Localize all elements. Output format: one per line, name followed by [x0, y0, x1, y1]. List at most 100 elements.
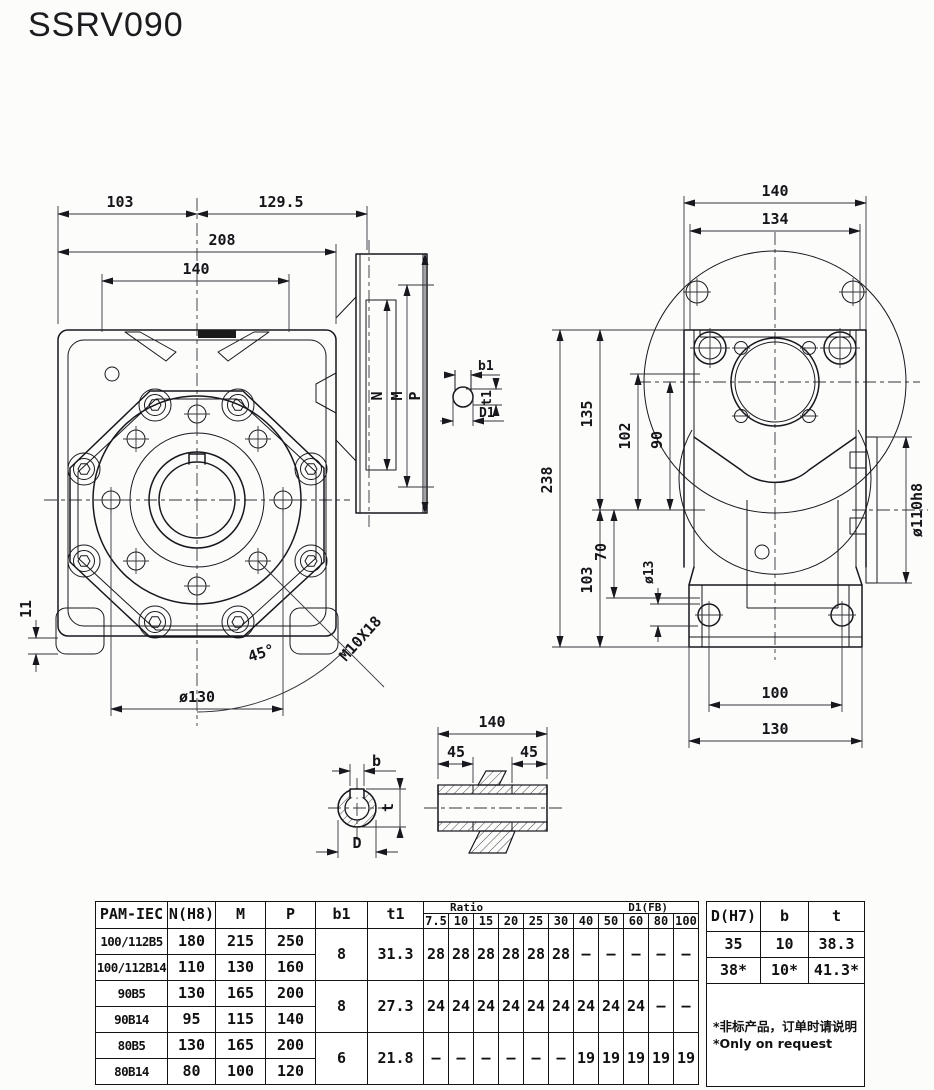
ratio-cell: —: [598, 928, 624, 981]
dim-d-label: D: [352, 834, 361, 852]
ratio-cell: 19: [648, 1032, 674, 1085]
b-cell: 10*: [760, 957, 809, 984]
dim-140-shaft-label: 140: [478, 713, 505, 731]
ratio-col: 100: [673, 913, 699, 929]
ratio-cell: —: [648, 928, 674, 981]
dim-dia110h8-label: ø110h8: [908, 483, 926, 537]
ratio-cell: —: [548, 1032, 574, 1085]
pam-cell: 100/112B5: [95, 928, 168, 955]
ratio-cell: 19: [598, 1032, 624, 1085]
dimension-table: PAM-IEC N(H8) M P b1 t1 Ratio D1(FB) 7.5…: [95, 901, 699, 1085]
p-cell: 200: [265, 980, 316, 1007]
d-cell: 35: [706, 931, 761, 958]
n-cell: 130: [167, 1032, 216, 1059]
n-cell: 110: [167, 954, 216, 981]
ratio-cell: 19: [573, 1032, 599, 1085]
flange-holes: [683, 278, 867, 368]
socket-screws: [67, 388, 328, 639]
note-cn: *非标产品，订单时请说明: [713, 1018, 858, 1034]
ratio-cell: —: [673, 980, 699, 1033]
d-cell: 38*: [706, 957, 761, 984]
vent-hole: [104, 366, 120, 382]
pam-cell: 90B5: [95, 980, 168, 1007]
dim-n-label: N: [368, 391, 386, 400]
ratio-cell: 24: [598, 980, 624, 1033]
keyway: [188, 453, 206, 465]
dim-100-label: 100: [761, 684, 788, 702]
dim-m-label: M: [388, 391, 406, 400]
bolt-circle-holes: [98, 401, 296, 599]
dim-b-label: b: [372, 752, 381, 770]
col-header-t1: t1: [367, 901, 424, 929]
m-cell: 115: [215, 1006, 266, 1033]
oil-plug-slot: [198, 330, 236, 338]
dim-130-label: 130: [761, 720, 788, 738]
ratio-col: 80: [648, 913, 674, 929]
ratio-cell: —: [648, 980, 674, 1033]
ratio-cell: 28: [423, 928, 449, 981]
table-row: 100/112B14 110 130 160: [95, 954, 699, 981]
d1fb-label: D1(FB): [628, 901, 668, 914]
dim-b1-label: b1: [478, 359, 494, 374]
ratio-cell: 28: [448, 928, 474, 981]
b1-cell: 8: [315, 928, 368, 981]
m-cell: 130: [215, 954, 266, 981]
mounting-foot: [688, 584, 863, 648]
m-cell: 100: [215, 1058, 266, 1085]
ratio-cell: 24: [423, 980, 449, 1033]
ratio-cell: 19: [623, 1032, 649, 1085]
ratio-col: 10: [448, 913, 474, 929]
ratio-header: Ratio D1(FB): [423, 901, 699, 914]
dim-208-label: 208: [208, 231, 235, 249]
table-row: *非标产品，订单时请说明 *Only on request: [706, 983, 865, 1087]
col-header-t: t: [808, 901, 865, 932]
ratio-cell: 28: [473, 928, 499, 981]
dim-11-label: 11: [17, 600, 35, 618]
table-row: 80B14 80 100 120: [95, 1058, 699, 1085]
pam-cell: 90B14: [95, 1006, 168, 1033]
ratio-cell: —: [473, 1032, 499, 1085]
dim-103-side-label: 103: [578, 566, 596, 593]
tap-holes: [732, 341, 818, 423]
col-header-b1: b1: [315, 901, 368, 929]
dim-45deg-label: 45°: [246, 640, 277, 665]
ratio-label: Ratio: [450, 901, 484, 914]
col-header-m: M: [215, 901, 266, 929]
output-shaft-table: D(H7) b t 35 10 38.3 38* 10* 41.3* *非标产品…: [706, 901, 865, 1087]
m-cell: 215: [215, 928, 266, 955]
dim-d1-label: D1: [479, 406, 495, 421]
table-row: 80B5 130 165 200 6 21.8 — — — — — — 19 1…: [95, 1032, 699, 1085]
ratio-col: 30: [548, 913, 574, 929]
note-cell: *非标产品，订单时请说明 *Only on request: [706, 983, 865, 1087]
m-cell: 165: [215, 1032, 266, 1059]
ratio-col: 25: [523, 913, 549, 929]
ratio-cell: 24: [473, 980, 499, 1033]
m-cell: 165: [215, 980, 266, 1007]
ratio-cell: 24: [548, 980, 574, 1033]
technical-drawing: 103 129.5 208 140 ø130 45° M10X18 11: [17, 182, 928, 858]
ratio-col: 60: [623, 913, 649, 929]
dim-129-5-label: 129.5: [258, 193, 303, 211]
hollow-shaft-detail: b t D 140 45 45: [316, 713, 562, 858]
ratio-cell: 24: [498, 980, 524, 1033]
dim-70-label: 70: [592, 543, 610, 561]
ratio-cell: —: [498, 1032, 524, 1085]
p-cell: 120: [265, 1058, 316, 1085]
ratio-cell: 28: [523, 928, 549, 981]
table-row: 35 10 38.3: [706, 931, 865, 958]
ratio-cell: 24: [573, 980, 599, 1033]
thread-callout-label: M10X18: [336, 612, 386, 664]
ratio-cell: —: [623, 928, 649, 981]
dim-140-label: 140: [182, 260, 209, 278]
t-cell: 38.3: [808, 931, 865, 958]
page-title: SSRV090: [28, 6, 184, 44]
ratio-col: 15: [473, 913, 499, 929]
dim-45-right-label: 45: [520, 743, 538, 761]
dim-103-label: 103: [106, 193, 133, 211]
n-cell: 80: [167, 1058, 216, 1085]
dim-140-side-label: 140: [761, 182, 788, 200]
col-header-p: P: [265, 901, 316, 929]
ratio-cell: 24: [523, 980, 549, 1033]
spec-table-area: PAM-IEC N(H8) M P b1 t1 Ratio D1(FB) 7.5…: [95, 901, 865, 1087]
